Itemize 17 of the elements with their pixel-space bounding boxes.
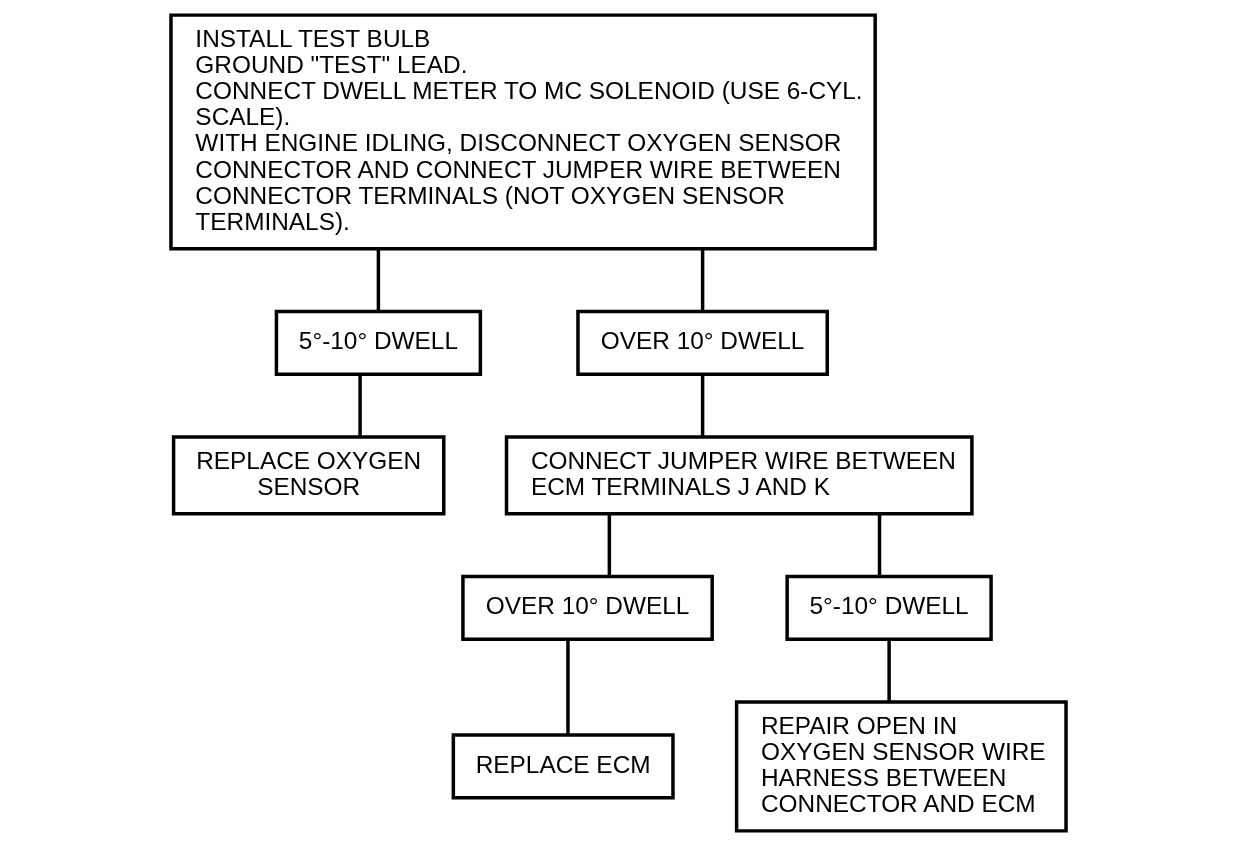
connector (700, 374, 704, 437)
node-box: 5°-10° DWELL (274, 309, 482, 376)
connector (877, 514, 881, 576)
node-box: INSTALL TEST BULB GROUND "TEST" LEAD. CONNECT DWELL METER TO MC SOLENOID (USE 6-CYL. SCALE). WITH ENGINE IDLING, DISCONNECT OXYGEN SENSOR CONNECTOR AND CONNECT JUMPER WIRE BETWEEN CONNECTOR TERMINALS (NOT OXYGEN SENSOR TERMINALS). (168, 13, 877, 251)
node-box: 5°-10° DWELL (784, 574, 993, 641)
node-box: REPLACE OXYGEN SENSOR (171, 435, 445, 516)
node-box: OVER 10° DWELL (575, 309, 829, 376)
node-box: OVER 10° DWELL (460, 574, 714, 641)
connector (607, 514, 611, 576)
connector (565, 639, 570, 735)
node-box: CONNECT JUMPER WIRE BETWEEN ECM TERMINALS J AND K (504, 435, 974, 516)
connector (886, 639, 891, 702)
connector (700, 249, 704, 311)
node-box: REPAIR OPEN IN OXYGEN SENSOR WIRE HARNESS BETWEEN CONNECTOR AND ECM (734, 700, 1068, 833)
node-box: REPLACE ECM (451, 733, 675, 800)
connector (376, 249, 380, 311)
connector (357, 374, 362, 437)
